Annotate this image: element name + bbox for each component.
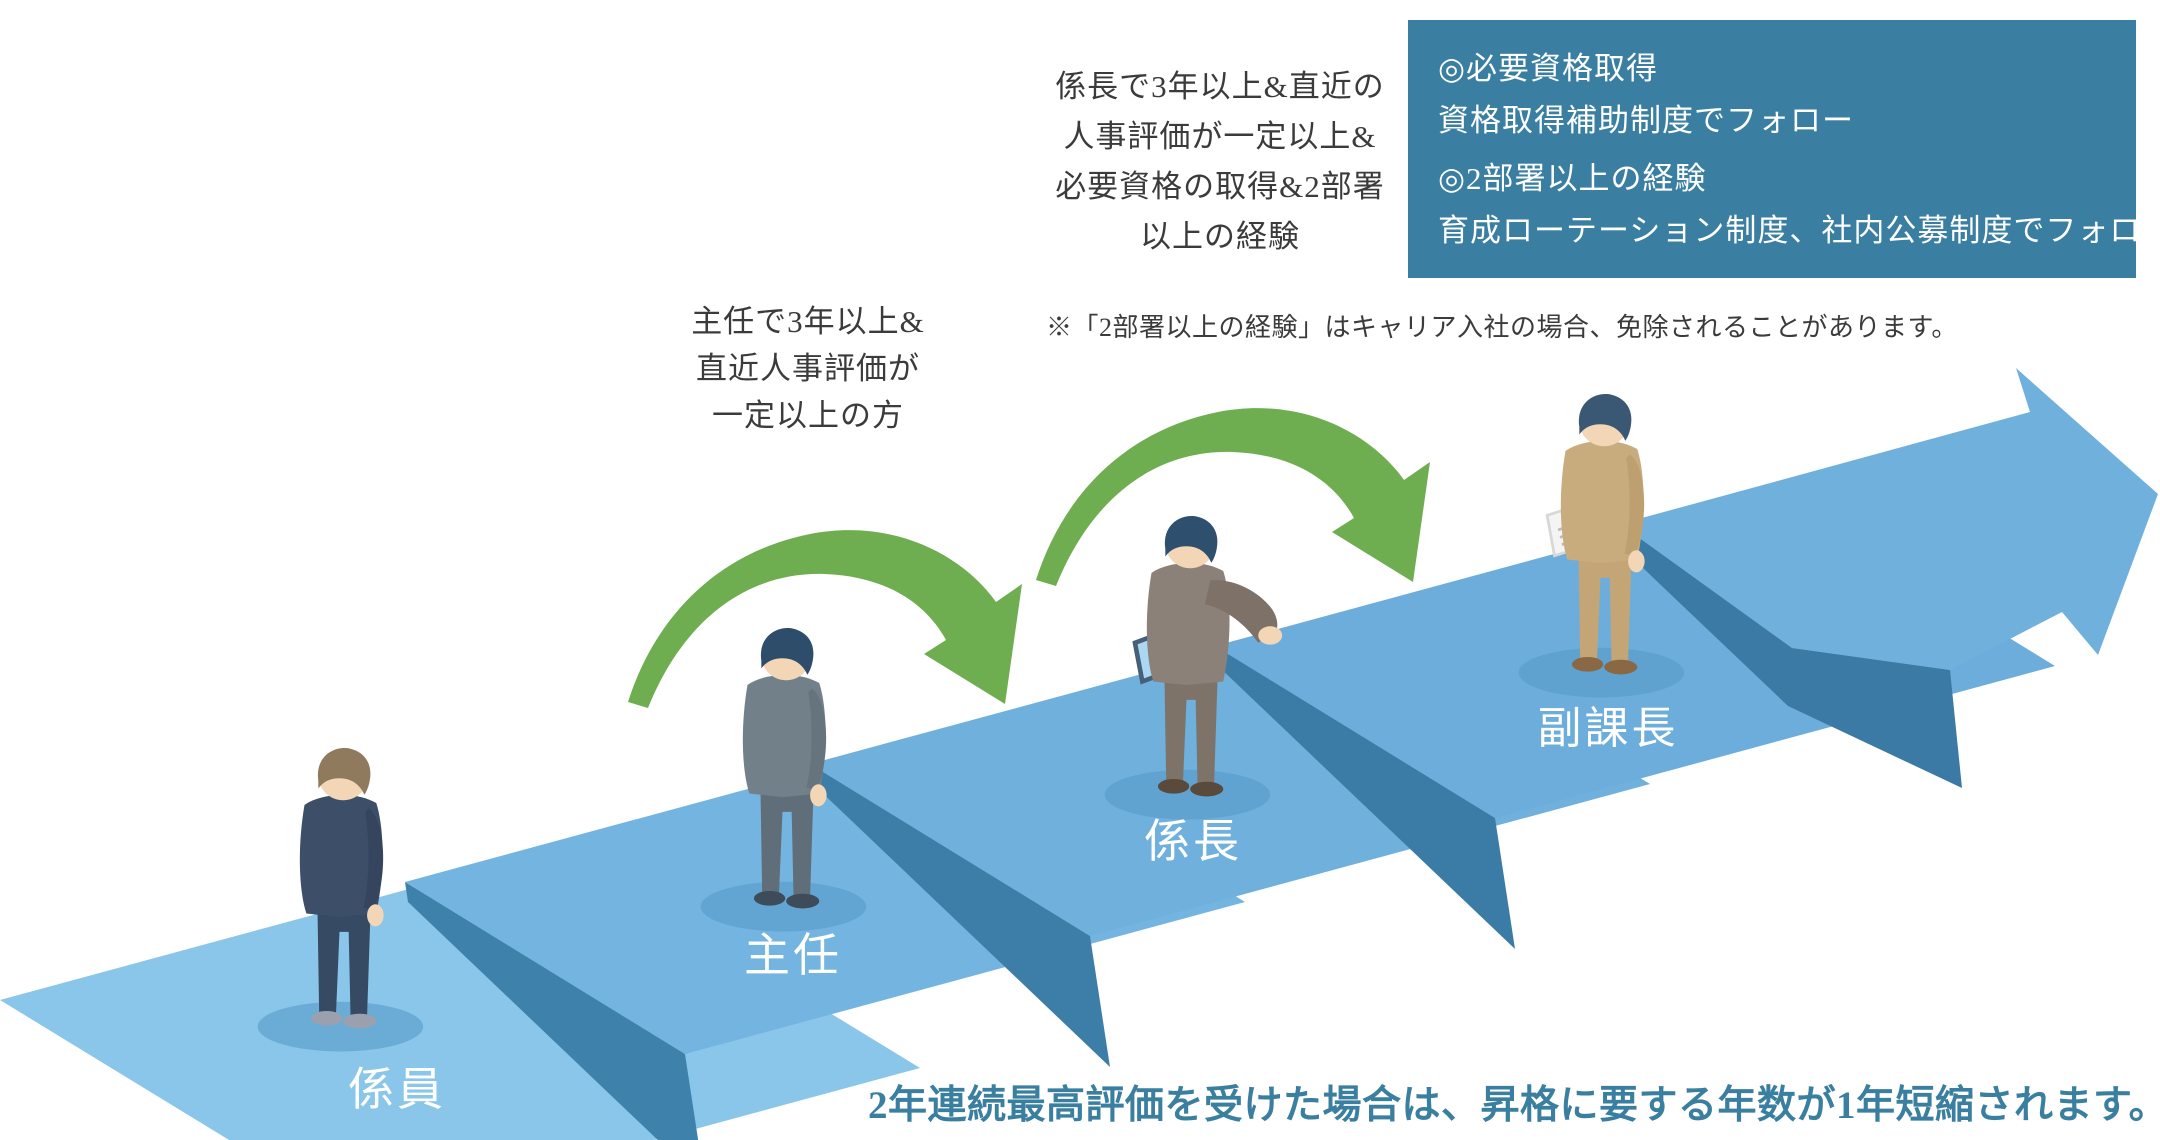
person-deputy-manager (1518, 394, 1685, 698)
support-item-title: ◎2部署以上の経験 (1438, 161, 1707, 196)
support-item-detail: 資格取得補助制度でフォロー (1438, 103, 1854, 138)
step-label-chief: 主任 (744, 930, 842, 981)
step-platform-1 (0, 848, 920, 1140)
promotion-arrow-2 (1036, 408, 1430, 586)
person-staff (257, 748, 424, 1052)
step-riser-5 (1620, 524, 1962, 788)
condition-line: 主任で3年以上& (691, 304, 925, 339)
condition-line: 必要資格の取得&2部署 (1055, 169, 1385, 204)
step-riser-4 (1215, 646, 1515, 949)
support-info-box: ◎必要資格取得 資格取得補助制度でフォロー ◎2部署以上の経験 育成ローテーショ… (1408, 20, 2160, 278)
step-riser-2 (405, 882, 699, 1140)
person-chief (700, 628, 867, 932)
condition-line: 以上の経験 (1140, 219, 1300, 254)
promotion-arrow-1 (628, 530, 1022, 708)
step-riser-3 (810, 764, 1110, 1067)
step-label-deputy-manager: 副課長 (1537, 704, 1679, 753)
condition-to-section-chief: 主任で3年以上& 直近人事評価が 一定以上の方 (648, 298, 968, 439)
support-item-title: ◎必要資格取得 (1438, 51, 1659, 86)
career-hire-exemption-note: ※「2部署以上の経験」はキャリア入社の場合、免除されることがあります。 (1046, 313, 1958, 342)
step-label-section-chief: 係長 (1144, 816, 1242, 867)
condition-to-deputy-manager: 係長で3年以上&直近の 人事評価が一定以上& 必要資格の取得&2部署 以上の経験 (1028, 62, 1412, 262)
fast-track-note: 2年連続最高評価を受けた場合は、昇格に要する年数が1年短縮されます。 (868, 1084, 2160, 1127)
condition-line: 直近人事評価が (696, 351, 920, 386)
support-item-qualification: ◎必要資格取得 資格取得補助制度でフォロー (1438, 43, 2106, 147)
top-arrow-platform (1620, 368, 2158, 670)
condition-line: 人事評価が一定以上& (1063, 119, 1377, 154)
person-section-chief (1104, 516, 1283, 820)
condition-line: 一定以上の方 (712, 398, 904, 433)
support-item-detail: 育成ローテーション制度、社内公募制度でフォロー (1438, 213, 2160, 248)
step-label-staff: 係員 (348, 1064, 446, 1115)
condition-line: 係長で3年以上&直近の (1055, 69, 1385, 104)
support-item-departments: ◎2部署以上の経験 育成ローテーション制度、社内公募制度でフォロー (1438, 153, 2160, 257)
